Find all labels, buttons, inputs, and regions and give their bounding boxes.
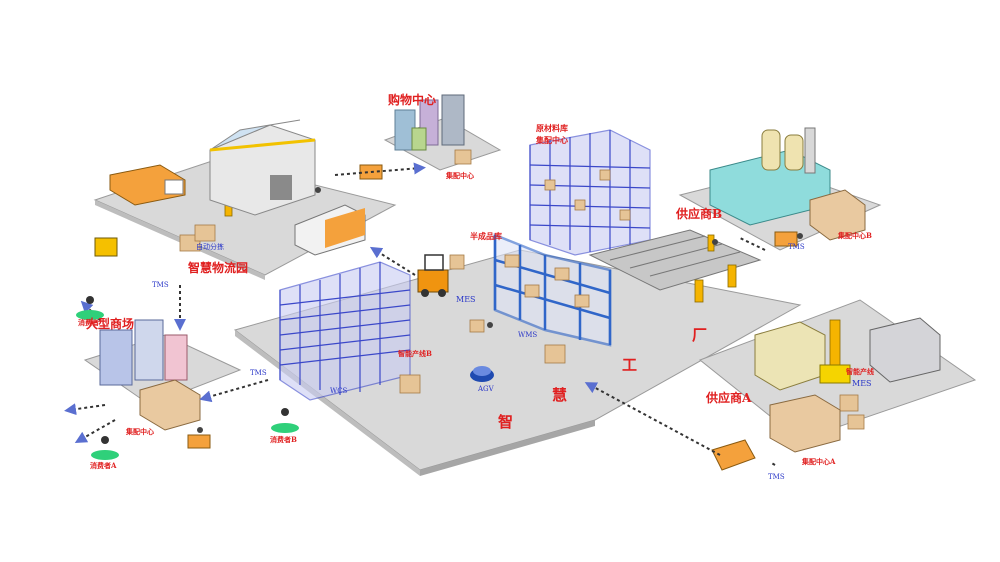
logistics-park-title: 智慧物流园 — [188, 261, 249, 275]
supplier-b-tms-label: TMS — [788, 243, 805, 251]
semi-finished-rack — [493, 233, 612, 347]
production-line-b-label: 智能产线B — [398, 349, 432, 358]
wcs-label: WCS — [330, 387, 348, 395]
conveyor-line — [588, 229, 762, 291]
shopping-center-buildings — [394, 94, 465, 151]
mall-buildings — [99, 319, 201, 431]
supplier-a-dc-label: 集配中心A — [802, 457, 836, 466]
supplier-a-line-label: 智能产线 — [846, 367, 874, 376]
workers — [197, 187, 803, 433]
factory-char-2: 慧 — [552, 386, 569, 404]
consumer-label-1: 消费者 — [78, 318, 99, 327]
mall-title: 大型商场 — [86, 317, 135, 331]
supplier-a-title: 供应商A — [706, 391, 752, 405]
supplier-b-dc-label: 集配中心B — [838, 231, 872, 240]
raw-material-dc-label: 集配中心 — [536, 135, 568, 145]
consumer-label-2: 消费者B — [270, 435, 297, 444]
supplier-b-title: 供应商B — [676, 207, 723, 221]
mall-dc-label: 集配中心 — [126, 427, 154, 436]
shopping-center-dc-label: 集配中心 — [446, 171, 474, 180]
wcs-rack-storage — [279, 261, 411, 401]
agv-robot — [470, 366, 494, 382]
mes-label: MES — [456, 295, 476, 304]
logistics-warehouse — [209, 119, 316, 216]
consumer-label-3: 消费者A — [90, 461, 117, 470]
agv-label: AGV — [478, 385, 494, 393]
semi-finished-label: 半成品库 — [470, 231, 502, 241]
shopping-center-title: 购物中心 — [388, 93, 437, 107]
flow-arrows — [64, 162, 776, 466]
factory-char-4: 厂 — [692, 326, 709, 344]
factory-char-1: 智 — [498, 413, 515, 431]
mall-tms-label: TMS — [250, 369, 267, 377]
wms-label: WMS — [518, 331, 538, 339]
consumer-markers — [76, 296, 299, 460]
supplier-a-factory — [754, 317, 941, 453]
park-tms-label: TMS — [152, 281, 169, 289]
raw-material-rack — [529, 129, 651, 256]
supplier-a-mes-label: MES — [852, 379, 872, 388]
factory-char-3: 工 — [622, 356, 639, 374]
supplier-a-tms-label: TMS — [768, 473, 785, 481]
supplier-b-factory — [709, 127, 866, 241]
auto-sort-label: 自动分拣 — [196, 243, 224, 251]
forklift — [94, 237, 449, 297]
raw-material-label: 原材料库 — [536, 123, 568, 133]
